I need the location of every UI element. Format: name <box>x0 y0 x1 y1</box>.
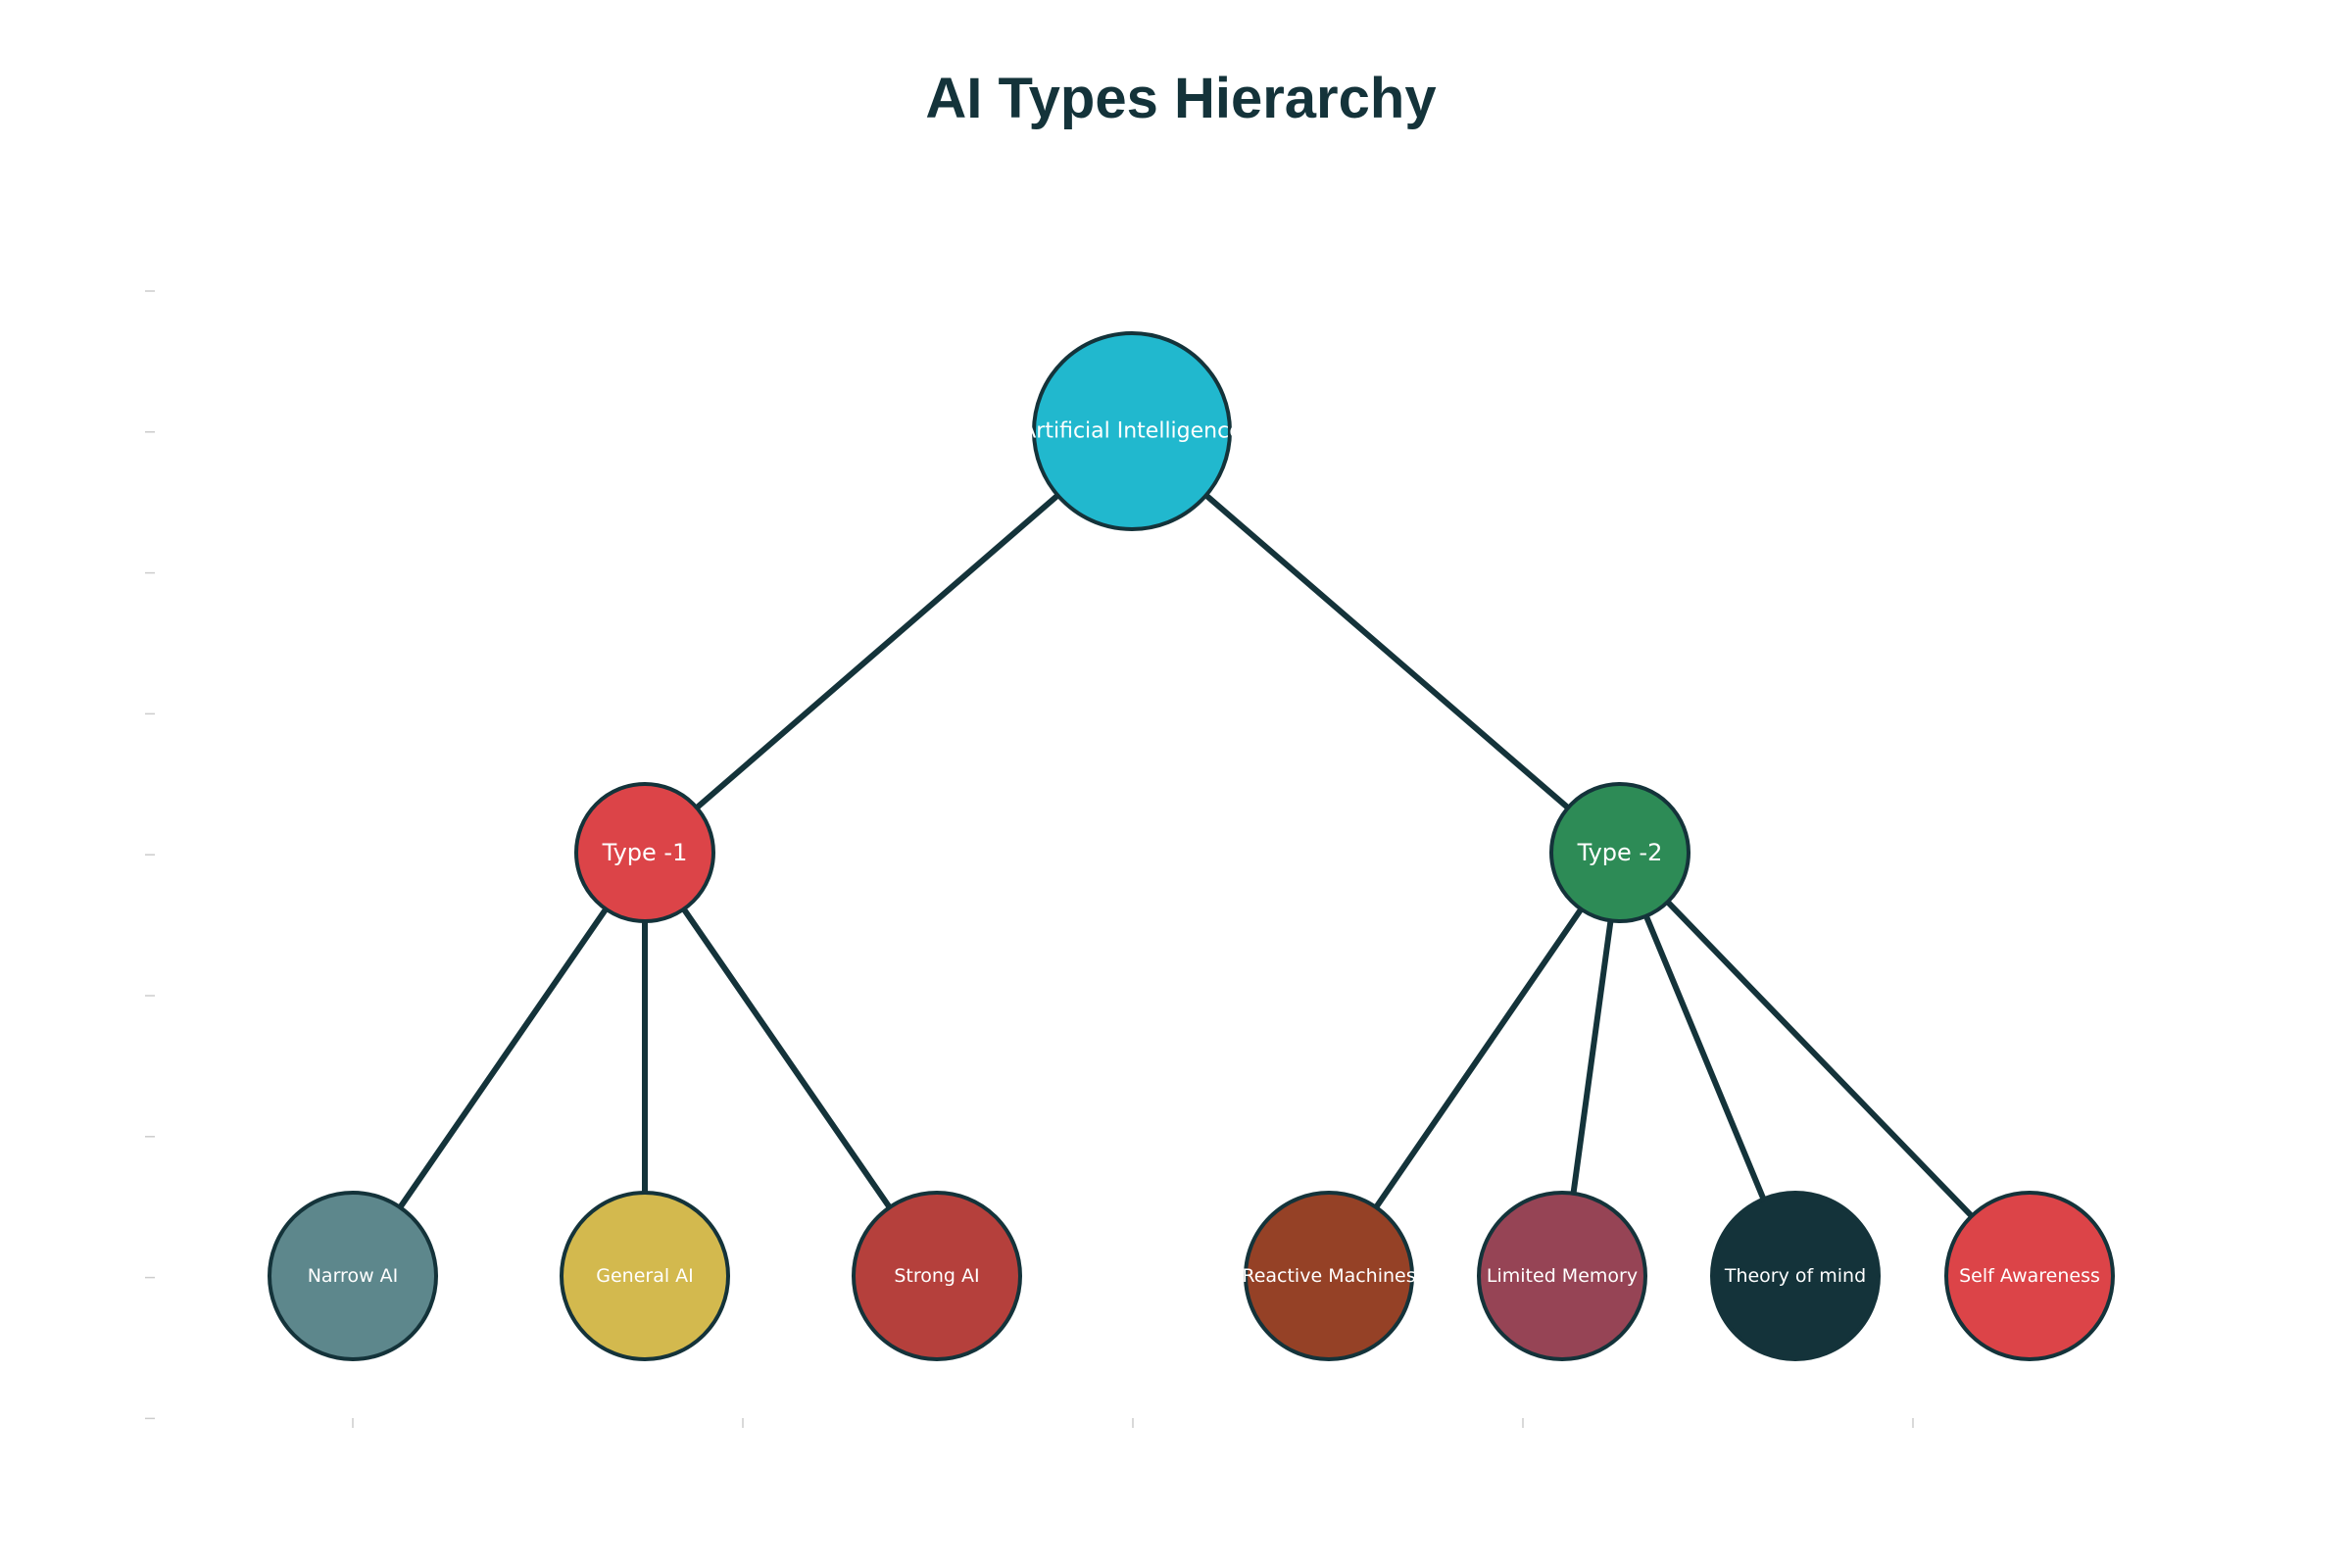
node-label: Reactive Machines <box>1242 1265 1415 1287</box>
node-circle <box>1944 1191 2115 1361</box>
node-label: Type -2 <box>1577 839 1663 866</box>
node-label: Theory of mind <box>1724 1265 1866 1287</box>
node-circle <box>852 1191 1022 1361</box>
node-self-awareness: Self Awareness <box>1944 1191 2115 1361</box>
node-general-ai: General AI <box>560 1191 730 1361</box>
node-circle <box>1244 1191 1414 1361</box>
edge <box>1617 850 2033 1279</box>
node-narrow-ai: Narrow AI <box>268 1191 438 1361</box>
node-circle <box>1710 1191 1881 1361</box>
axis-ticks <box>145 290 1914 1428</box>
edge <box>350 850 648 1279</box>
node-label: Narrow AI <box>308 1265 399 1287</box>
node-type-1: Type -1 <box>574 782 715 923</box>
diagram-title: AI Types Hierarchy <box>925 67 1436 130</box>
edge <box>642 428 1135 856</box>
node-label: Self Awareness <box>1959 1265 2100 1287</box>
node-circle <box>268 1191 438 1361</box>
node-circle <box>574 782 715 923</box>
node-label: Limited Memory <box>1487 1265 1638 1287</box>
node-limited-memory: Limited Memory <box>1477 1191 1647 1361</box>
edge <box>1129 428 1623 856</box>
node-artificial-intelligence: Artificial Intelligence <box>1021 331 1243 531</box>
node-type-2: Type -2 <box>1549 782 1690 923</box>
node-circle <box>560 1191 730 1361</box>
node-circle <box>1549 782 1690 923</box>
node-label: General AI <box>596 1265 694 1287</box>
node-theory-of-mind: Theory of mind <box>1710 1191 1881 1361</box>
edge <box>642 850 940 1279</box>
node-label: Type -1 <box>602 839 688 866</box>
edge <box>1326 850 1623 1279</box>
node-circle <box>1477 1191 1647 1361</box>
node-reactive-machines: Reactive Machines <box>1242 1191 1416 1361</box>
node-label: Strong AI <box>894 1265 979 1287</box>
node-circle <box>1032 331 1232 531</box>
node-strong-ai: Strong AI <box>852 1191 1022 1361</box>
node-label: Artificial Intelligence <box>1021 419 1243 444</box>
